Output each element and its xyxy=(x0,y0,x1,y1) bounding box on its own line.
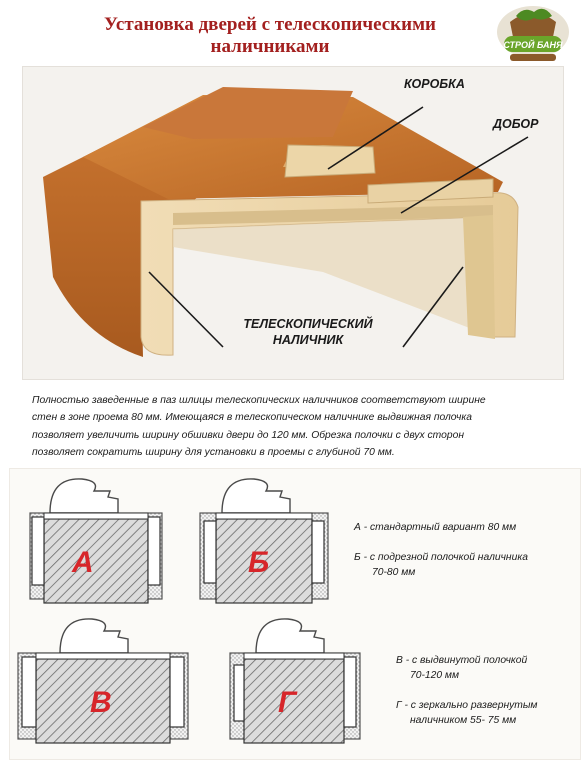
strojbanya-logo: СТРОЙ БАНЯ xyxy=(497,6,569,61)
diagram-letter-b: Б xyxy=(248,546,269,579)
logo-text: СТРОЙ БАНЯ xyxy=(503,39,563,50)
description-line-2: стен в зоне проема 80 мм. Имеющаяся в те… xyxy=(32,412,472,424)
caption-b-line-1: Б - с подрезной полочкой наличника xyxy=(354,552,528,563)
title-line-2: наличниками xyxy=(210,36,330,57)
diagram-letter-v: В xyxy=(90,686,112,719)
cross-section-diagrams: А Б В Г xyxy=(17,478,361,744)
label-dobor: ДОБОР xyxy=(493,117,539,131)
diagrams-card: А Б В Г xyxy=(9,468,581,760)
label-nalichnik: ТЕЛЕСКОПИЧЕСКИЙ НАЛИЧНИК xyxy=(228,316,388,348)
label-nalichnik-line-2: НАЛИЧНИК xyxy=(272,333,344,347)
caption-g-line-2: наличником 55- 75 мм xyxy=(410,715,517,726)
caption-b: Б - с подрезной полочкой наличника 70-80… xyxy=(354,550,528,580)
caption-v-line-2: 70-120 мм xyxy=(410,670,460,681)
label-nalichnik-line-1: ТЕЛЕСКОПИЧЕСКИЙ xyxy=(243,317,373,331)
description-line-1: Полностью заведенные в паз шлицы телеско… xyxy=(32,395,486,406)
diagram-letter-a: А xyxy=(71,546,94,579)
caption-b-line-2: 70-80 мм xyxy=(372,567,416,578)
caption-a: А - стандартный вариант 80 мм xyxy=(354,522,517,533)
title-line-1: Установка дверей с телескопическими xyxy=(104,14,436,35)
caption-v: В - с выдвинутой полочкой 70-120 мм xyxy=(396,653,527,683)
description-line-4: позволяет сократить ширину для установки… xyxy=(32,447,395,459)
caption-g-line-1: Г - с зеркально развернутым xyxy=(396,700,538,711)
caption-v-line-1: В - с выдвинутой полочкой xyxy=(396,655,528,666)
caption-g: Г - с зеркально развернутым наличником 5… xyxy=(396,698,537,728)
diagram-b: Б xyxy=(199,478,329,604)
description-line-3: позволяет увеличить ширину обшивки двери… xyxy=(32,429,464,441)
diagram-a: А xyxy=(29,478,163,604)
door-frame-drawing xyxy=(43,87,529,357)
diagram-v: В xyxy=(17,618,189,744)
label-korobka: КОРОБКА xyxy=(404,77,465,91)
diagram-letter-g: Г xyxy=(278,686,298,719)
page-title: Установка дверей с телескопическими нали… xyxy=(60,14,480,58)
diagram-g: Г xyxy=(229,618,361,744)
description: Полностью заведенные в паз шлицы телеско… xyxy=(32,392,562,462)
product-illustration xyxy=(22,66,564,380)
